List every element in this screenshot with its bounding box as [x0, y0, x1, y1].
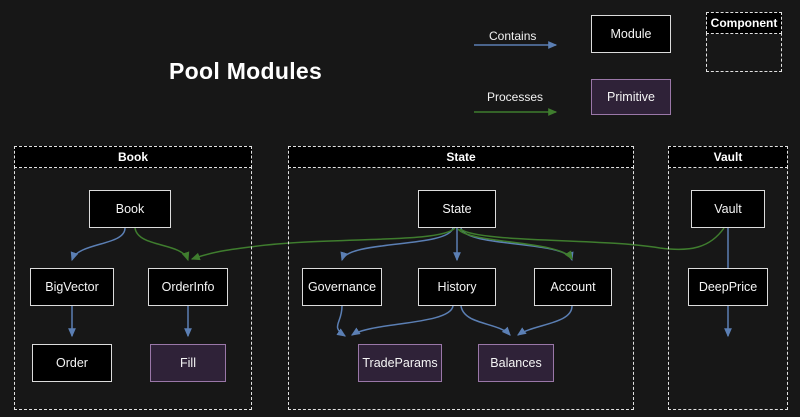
edge-history-tradeparams: [350, 305, 454, 336]
node-state-label: State: [442, 202, 472, 216]
legend-label-processes: Processes: [487, 90, 544, 104]
group-state-header: State: [288, 146, 634, 168]
edge-state-orderinfo: [190, 227, 456, 261]
node-balances[interactable]: Balances: [478, 344, 554, 382]
node-order[interactable]: Order: [32, 344, 112, 382]
node-bigvector-label: BigVector: [45, 280, 99, 294]
node-vault-label: Vault: [714, 202, 742, 216]
node-balances-label: Balances: [490, 356, 542, 370]
node-vault[interactable]: Vault: [691, 190, 765, 228]
page-title: Pool Modules: [169, 58, 323, 84]
node-order-label: Order: [56, 356, 88, 370]
group-vault-header: Vault: [668, 146, 788, 168]
edge-governance-tradeparams: [336, 305, 346, 337]
node-account[interactable]: Account: [534, 268, 612, 306]
node-book[interactable]: Book: [89, 190, 171, 228]
edge-history-balances: [460, 305, 511, 336]
node-history-label: History: [437, 280, 477, 294]
group-state-label: State: [446, 150, 476, 164]
node-state[interactable]: State: [418, 190, 496, 228]
edge-account-balances: [517, 305, 573, 336]
legend-shape-module: Module: [591, 15, 671, 53]
node-governance-label: Governance: [307, 280, 377, 294]
node-deepprice-label: DeepPrice: [698, 280, 758, 294]
node-fill[interactable]: Fill: [150, 344, 226, 382]
node-deepprice[interactable]: DeepPrice: [688, 268, 768, 306]
legend-shape-primitive: Primitive: [591, 79, 671, 115]
node-bigvector[interactable]: BigVector: [30, 268, 114, 306]
edge-book-orderinfo: [134, 227, 190, 262]
node-orderinfo[interactable]: OrderInfo: [148, 268, 228, 306]
node-tradeparams[interactable]: TradeParams: [358, 344, 442, 382]
node-fill-label: Fill: [180, 356, 196, 370]
group-book-label: Book: [118, 150, 148, 164]
node-history[interactable]: History: [418, 268, 496, 306]
legend-label-contains: Contains: [489, 29, 537, 43]
node-tradeparams-label: TradeParams: [362, 356, 438, 370]
legend-shape-component-label: Component: [710, 16, 778, 30]
node-governance[interactable]: Governance: [302, 268, 382, 306]
legend-shape-component-header: Component: [706, 12, 782, 34]
edge-book-bigvector: [70, 227, 126, 262]
edge-state-governance: [340, 227, 454, 262]
legend-shape-module-label: Module: [610, 27, 652, 41]
node-orderinfo-label: OrderInfo: [161, 280, 215, 294]
node-account-label: Account: [550, 280, 596, 294]
node-book-label: Book: [115, 202, 145, 216]
group-book-header: Book: [14, 146, 252, 168]
legend-shape-primitive-label: Primitive: [607, 90, 655, 104]
edge-state-account-processes: [457, 228, 573, 261]
group-vault-label: Vault: [713, 150, 743, 164]
